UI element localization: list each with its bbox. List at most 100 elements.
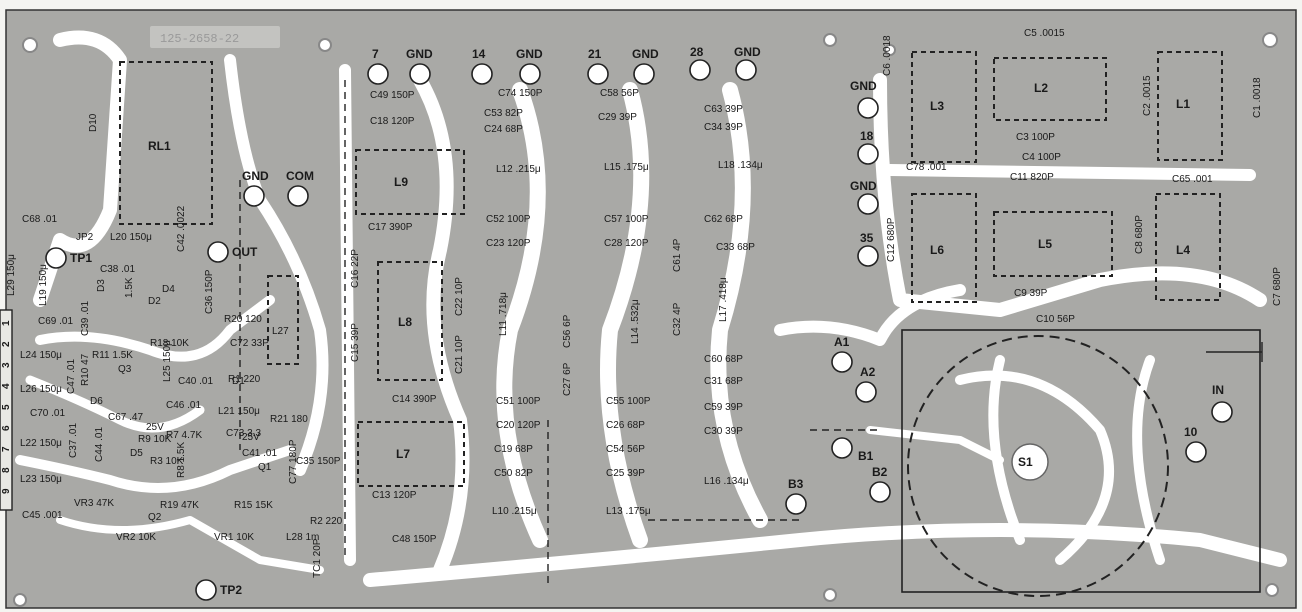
terminal-gnd-label: GND xyxy=(850,179,877,193)
component-label: C78 .001 xyxy=(906,162,947,173)
component-label: R21 180 xyxy=(270,414,308,425)
component-label: C44 .01 xyxy=(94,427,105,462)
component-label: L10 .215μ xyxy=(492,506,537,517)
component-label: D2 xyxy=(148,296,161,307)
component-label: C36 150P xyxy=(204,269,215,314)
component-label: 1.5K xyxy=(124,277,135,298)
component-label: L13 .175μ xyxy=(606,506,651,517)
component-label: D5 xyxy=(130,448,143,459)
component-label: L26 150μ xyxy=(20,384,62,395)
component-label: C15 39P xyxy=(350,323,361,362)
component-label: C55 100P xyxy=(606,396,651,407)
terminal-10-label: 10 xyxy=(1184,425,1198,439)
component-label: D10 xyxy=(88,113,99,132)
component-label: D3 xyxy=(96,279,107,292)
mounting-holes xyxy=(13,32,1279,607)
component-label: R2 220 xyxy=(310,516,343,527)
component-label: C45 .001 xyxy=(22,510,63,521)
component-label: C22 10P xyxy=(454,277,465,316)
coil-l4 xyxy=(1155,193,1221,301)
component-label: C39 .01 xyxy=(80,301,91,336)
component-label: L12 .215μ xyxy=(496,164,541,175)
component-label: VR2 10K xyxy=(116,532,156,543)
terminal-b2-label: B2 xyxy=(872,465,888,479)
component-label: C49 150P xyxy=(370,90,415,101)
component-label: VR3 47K xyxy=(74,498,114,509)
component-label: C62 68P xyxy=(704,214,743,225)
terminal-tp2-label: TP2 xyxy=(220,583,242,597)
component-label: D1 xyxy=(232,376,245,387)
part-number: 125-2658-22 xyxy=(160,32,239,46)
component-label: C60 68P xyxy=(704,354,743,365)
component-label: C10 56P xyxy=(1036,314,1075,325)
component-label: C12 680P xyxy=(886,217,897,262)
terminal-com-label: COM xyxy=(286,169,314,183)
coil-l6-label: L6 xyxy=(930,243,944,257)
component-label: C50 82P xyxy=(494,468,533,479)
component-label: Q3 xyxy=(118,364,132,375)
component-label: C70 .01 xyxy=(30,408,65,419)
component-label: C28 120P xyxy=(604,238,649,249)
component-label: C27 6P xyxy=(562,362,573,396)
component-label: L20 150μ xyxy=(110,232,152,243)
component-label: L25 150μ xyxy=(162,340,173,382)
coil-l5-label: L5 xyxy=(1038,237,1052,251)
component-label: TC1 20P xyxy=(312,538,323,578)
component-label: C41 .01 xyxy=(242,448,277,459)
coil-l1-label: L1 xyxy=(1176,97,1190,111)
coil-l4-label: L4 xyxy=(1176,243,1190,257)
component-label: VR1 10K xyxy=(214,532,254,543)
component-label: C68 .01 xyxy=(22,214,57,225)
switch-s1: S1 xyxy=(901,329,1263,597)
component-label: C4 100P xyxy=(1022,152,1061,163)
component-label: C19 68P xyxy=(494,444,533,455)
component-label: R15 15K xyxy=(234,500,273,511)
component-label: C52 100P xyxy=(486,214,531,225)
component-label: C6 .0018 xyxy=(882,35,893,76)
switch-s1-label: S1 xyxy=(1018,455,1033,469)
edge-pin-label: 4 xyxy=(1,383,12,389)
component-label: C63 39P xyxy=(704,104,743,115)
component-label: C7 680P xyxy=(1272,267,1283,306)
component-label: C38 .01 xyxy=(100,264,135,275)
coil-l9 xyxy=(355,149,465,215)
terminal-a2-label: A2 xyxy=(860,365,876,379)
component-label: C51 100P xyxy=(496,396,541,407)
edge-pin-label: 8 xyxy=(1,467,12,473)
component-label: C23 120P xyxy=(486,238,531,249)
component-label: C20 120P xyxy=(496,420,541,431)
component-label: C1 .0018 xyxy=(1252,77,1263,118)
coil-l27 xyxy=(267,275,299,365)
terminal-tp1-label: TP1 xyxy=(70,251,92,265)
component-label: C74 150P xyxy=(498,88,543,99)
component-label: C67 .47 xyxy=(108,412,143,423)
component-label: C42 .0022 xyxy=(176,205,187,252)
coil-l7-label: L7 xyxy=(396,447,410,461)
part-number-plate xyxy=(150,26,280,48)
component-label: C34 39P xyxy=(704,122,743,133)
relay-rl1 xyxy=(119,61,213,225)
component-label: C40 .01 xyxy=(178,376,213,387)
component-label: C35 150P xyxy=(296,456,341,467)
component-label: L14 .532μ xyxy=(630,299,641,344)
component-label: C65 .001 xyxy=(1172,174,1213,185)
coil-l1 xyxy=(1157,51,1223,161)
component-label: 25V xyxy=(146,422,164,433)
component-label: C72 33P xyxy=(230,338,269,349)
component-label: L16 .134μ xyxy=(704,476,749,487)
component-label: C48 150P xyxy=(392,534,437,545)
edge-pin-label: 3 xyxy=(1,362,12,368)
component-label: C33 68P xyxy=(716,242,755,253)
component-label: D4 xyxy=(162,284,175,295)
edge-pin-label: 5 xyxy=(1,404,12,410)
component-label: C47 .01 xyxy=(66,359,77,394)
coil-l2 xyxy=(993,57,1107,121)
component-label: C9 39P xyxy=(1014,288,1048,299)
edge-pin-label: 2 xyxy=(1,341,12,347)
jumper-jp2-label: JP2 xyxy=(76,232,94,243)
component-label: L21 150μ xyxy=(218,406,260,417)
